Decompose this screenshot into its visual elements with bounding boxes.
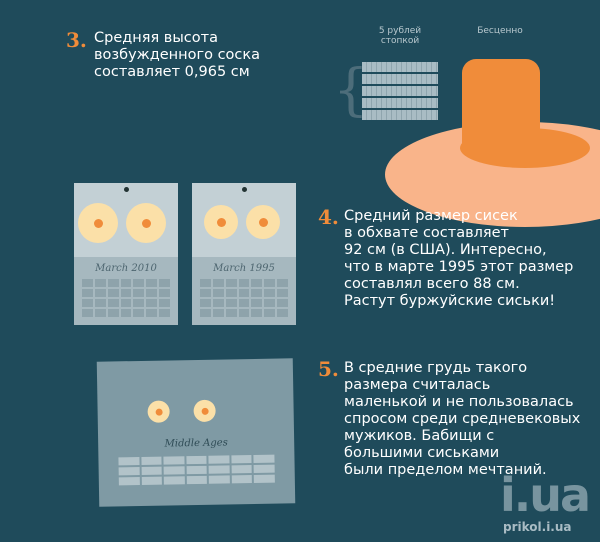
coin-stack (362, 86, 438, 96)
fact-text-4: Средний размер сисек в обхвате составляе… (344, 208, 574, 309)
fact-text-5: В средние грудь такого размера считалась… (344, 360, 581, 478)
fact-text-3: Средняя высота возбужденного соска соста… (94, 30, 261, 80)
coin-stack (362, 98, 438, 108)
watermark-site: prikol.i.ua (503, 520, 572, 534)
priceless-label: Бесценно (477, 26, 523, 36)
fact-number-3: 3. (66, 28, 87, 52)
calendar-march-1995: March 1995 (192, 183, 296, 325)
parchment-middle-ages: Middle Ages (96, 358, 296, 507)
watermark-logo: i.ua (500, 468, 591, 522)
fact-number-5: 5. (318, 357, 339, 381)
nipple-shape (462, 59, 540, 149)
fact-number-4: 4. (318, 205, 339, 229)
coin-stack (362, 62, 438, 72)
coins-label: 5 рублей стопкой (378, 26, 422, 46)
coin-stack (362, 74, 438, 84)
calendar-march-2010: March 2010 (74, 183, 178, 325)
coin-stack (362, 110, 438, 120)
